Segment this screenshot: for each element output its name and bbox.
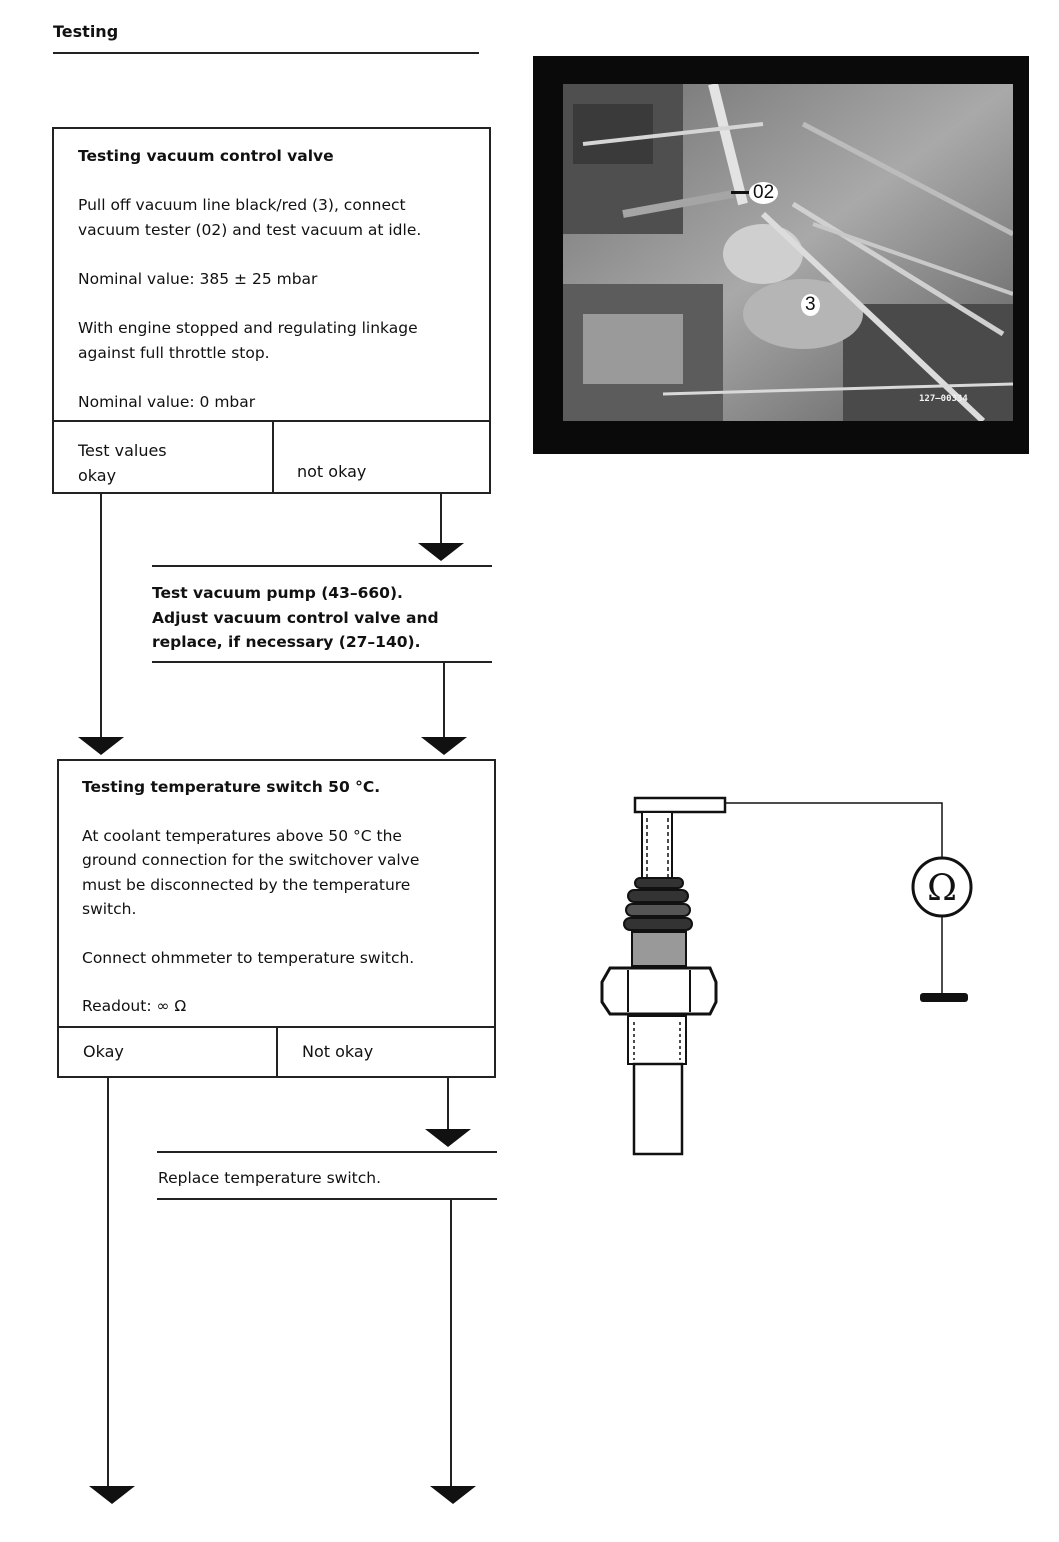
result-okay-cell: Test values okay xyxy=(54,422,274,492)
vacuum-action-text: Test vacuum pump (43–660). Adjust vacuum… xyxy=(152,581,492,655)
ohm-symbol: Ω xyxy=(927,868,957,909)
vacuum-action-line: replace, if necessary (27–140). xyxy=(152,633,421,651)
result-okay-label: Okay xyxy=(83,1042,124,1061)
vacuum-action-line: Adjust vacuum control valve and xyxy=(152,608,439,627)
vacuum-action-line: Test vacuum pump (43–660). xyxy=(152,584,403,602)
vacuum-test-box: Testing vacuum control valve Pull off va… xyxy=(52,127,491,494)
coolant-line: At coolant temperatures above 50 °C the xyxy=(82,826,402,845)
readout-line: Readout: ∞ Ω xyxy=(82,997,187,1015)
flow-line xyxy=(440,494,442,544)
temperature-test-title: Testing temperature switch 50 °C. xyxy=(82,778,381,796)
coolant-line: ground connection for the switchover val… xyxy=(82,851,420,869)
arrow-down-icon xyxy=(418,543,464,561)
arrow-down-icon xyxy=(425,1129,471,1147)
engine-photo: 02 3 127–00334 xyxy=(533,56,1029,454)
engine-stopped-line: against full throttle stop. xyxy=(78,344,270,362)
flow-line xyxy=(443,662,445,738)
photo-label-vacuum-line: 3 xyxy=(801,294,820,316)
action-rule-bottom xyxy=(157,1198,497,1200)
temperature-switch-diagram: Ω xyxy=(600,796,973,1156)
nominal-value-stopped: Nominal value: 0 mbar xyxy=(78,393,256,411)
result-not-okay-cell: Not okay xyxy=(278,1028,494,1076)
arrow-down-icon xyxy=(421,737,467,755)
temperature-test-box: Testing temperature switch 50 °C. At coo… xyxy=(57,759,496,1078)
coolant-line: must be disconnected by the temperature xyxy=(82,875,411,894)
temperature-test-text: Testing temperature switch 50 °C. At coo… xyxy=(82,775,492,1019)
ohmmeter-wire xyxy=(725,802,943,858)
vacuum-test-text: Testing vacuum control valve Pull off va… xyxy=(78,144,488,415)
connect-ohmmeter-line: Connect ohmmeter to temperature switch. xyxy=(82,948,415,967)
flow-line xyxy=(450,1199,452,1487)
arrow-down-icon xyxy=(78,737,124,755)
engine-stopped-line: With engine stopped and regulating linka… xyxy=(78,319,418,337)
ground-icon xyxy=(920,993,968,1002)
result-not-okay-label: Not okay xyxy=(302,1042,374,1061)
vacuum-test-title: Testing vacuum control valve xyxy=(78,147,334,165)
flow-line xyxy=(447,1078,449,1130)
heading-rule xyxy=(53,52,479,54)
vacuum-result-row: Test values okay not okay xyxy=(54,420,489,492)
engine-photo-image: 02 3 127–00334 xyxy=(563,84,1013,421)
flow-line xyxy=(107,1078,109,1487)
nominal-value-idle: Nominal value: 385 ± 25 mbar xyxy=(78,270,318,288)
action-rule-top xyxy=(157,1151,497,1153)
temperature-switch-icon xyxy=(600,796,727,1156)
result-not-okay-cell: not okay xyxy=(274,422,489,492)
vacuum-instruction-line: Pull off vacuum line black/red (3), conn… xyxy=(78,196,406,214)
arrow-down-icon xyxy=(430,1486,476,1504)
action-rule-top xyxy=(152,565,492,567)
result-not-okay-label: not okay xyxy=(297,462,367,481)
ohmmeter-icon: Ω xyxy=(911,856,973,918)
action-rule-bottom xyxy=(152,661,492,663)
result-okay-label: okay xyxy=(78,466,117,485)
arrow-down-icon xyxy=(89,1486,135,1504)
page-heading: Testing xyxy=(53,22,119,41)
flow-line xyxy=(100,494,102,738)
temperature-action-text: Replace temperature switch. xyxy=(158,1169,382,1187)
result-okay-cell: Okay xyxy=(59,1028,278,1076)
temperature-result-row: Okay Not okay xyxy=(59,1026,494,1076)
photo-label-tester: 02 xyxy=(731,182,779,204)
coolant-line: switch. xyxy=(82,900,137,918)
vacuum-instruction-line: vacuum tester (02) and test vacuum at id… xyxy=(78,221,422,239)
result-okay-label: Test values xyxy=(78,441,167,460)
photo-reference-code: 127–00334 xyxy=(919,394,968,404)
